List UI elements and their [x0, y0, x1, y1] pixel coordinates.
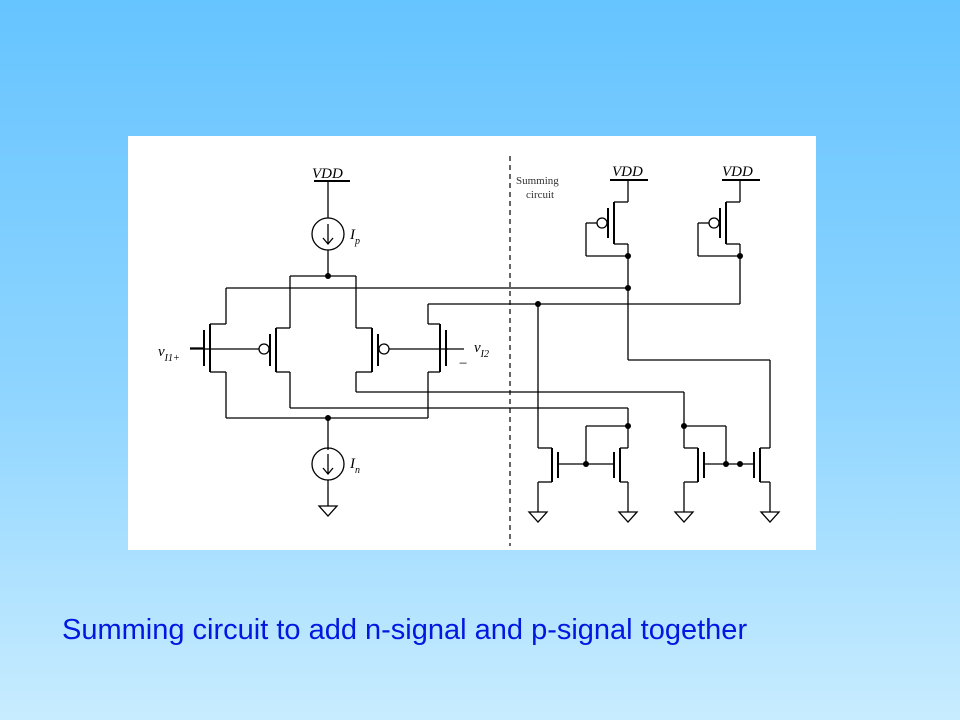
- summing-note-line1: Summing: [516, 175, 559, 187]
- vdd-label-main: VDD: [312, 166, 343, 182]
- ip-label: Ip: [349, 227, 360, 247]
- in-label: In: [349, 456, 360, 476]
- summing-note-line2: circuit: [526, 189, 554, 201]
- slide-caption: Summing circuit to add n-signal and p-si…: [62, 614, 748, 646]
- ground-icon: [317, 505, 339, 517]
- ground-icon: [673, 511, 695, 523]
- ground-icon: [759, 511, 781, 523]
- circuit-diagram: VDD Ip vI1+ vI2 −: [128, 136, 816, 550]
- circuit-schematic: VDD Ip vI1+ vI2 −: [158, 156, 781, 546]
- vdd-label-sum1: VDD: [612, 164, 643, 180]
- ground-icon: [617, 511, 639, 523]
- vi1-label: vI1+: [158, 344, 180, 364]
- ground-icon: [527, 511, 549, 523]
- vi2-label: vI2: [474, 340, 489, 360]
- vdd-label-sum2: VDD: [722, 164, 753, 180]
- minus-sign: −: [458, 356, 468, 372]
